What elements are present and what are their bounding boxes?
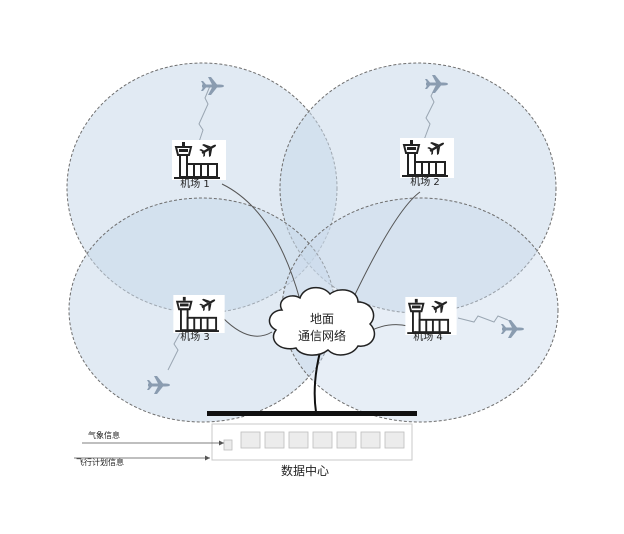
airport-label: 机场 3 [180,330,210,343]
control-tower-icon [400,138,454,178]
network-links [221,183,421,413]
link-airport-1 [221,183,301,301]
data-center-bus [207,411,417,416]
control-tower-icon [172,295,226,333]
server-rack-icon [223,431,405,451]
airport-1: 机场 1 [172,140,226,190]
control-tower-icon [404,297,458,335]
data-center: 数据中心 [207,411,417,478]
data-center-label: 数据中心 [281,463,329,478]
airport-2: 机场 2 [400,138,454,188]
airport-label: 机场 4 [413,330,443,343]
flight-plan-input-label: 飞行计划信息 [76,457,124,467]
link-cloud-datacenter [313,351,321,413]
external-inputs: 气象信息 飞行计划信息 [74,430,224,467]
airport-4: 机场 4 [404,297,458,343]
link-airport-3 [222,317,273,337]
link-airport-4 [371,324,409,331]
radio-links [167,85,509,371]
cloud-label-line2: 通信网络 [298,328,346,343]
airport-3: 机场 3 [172,295,226,343]
weather-input-label: 气象信息 [88,430,120,440]
ground-network-cloud: 地面 通信网络 [268,286,376,356]
cloud-label-line1: 地面 [310,312,334,326]
link-airport-2 [349,191,421,306]
coverage-areas [66,62,559,423]
airport-label: 机场 1 [180,177,210,190]
cloud-shape [268,286,376,356]
control-tower-icon [172,140,226,180]
airport-label: 机场 2 [410,175,440,188]
